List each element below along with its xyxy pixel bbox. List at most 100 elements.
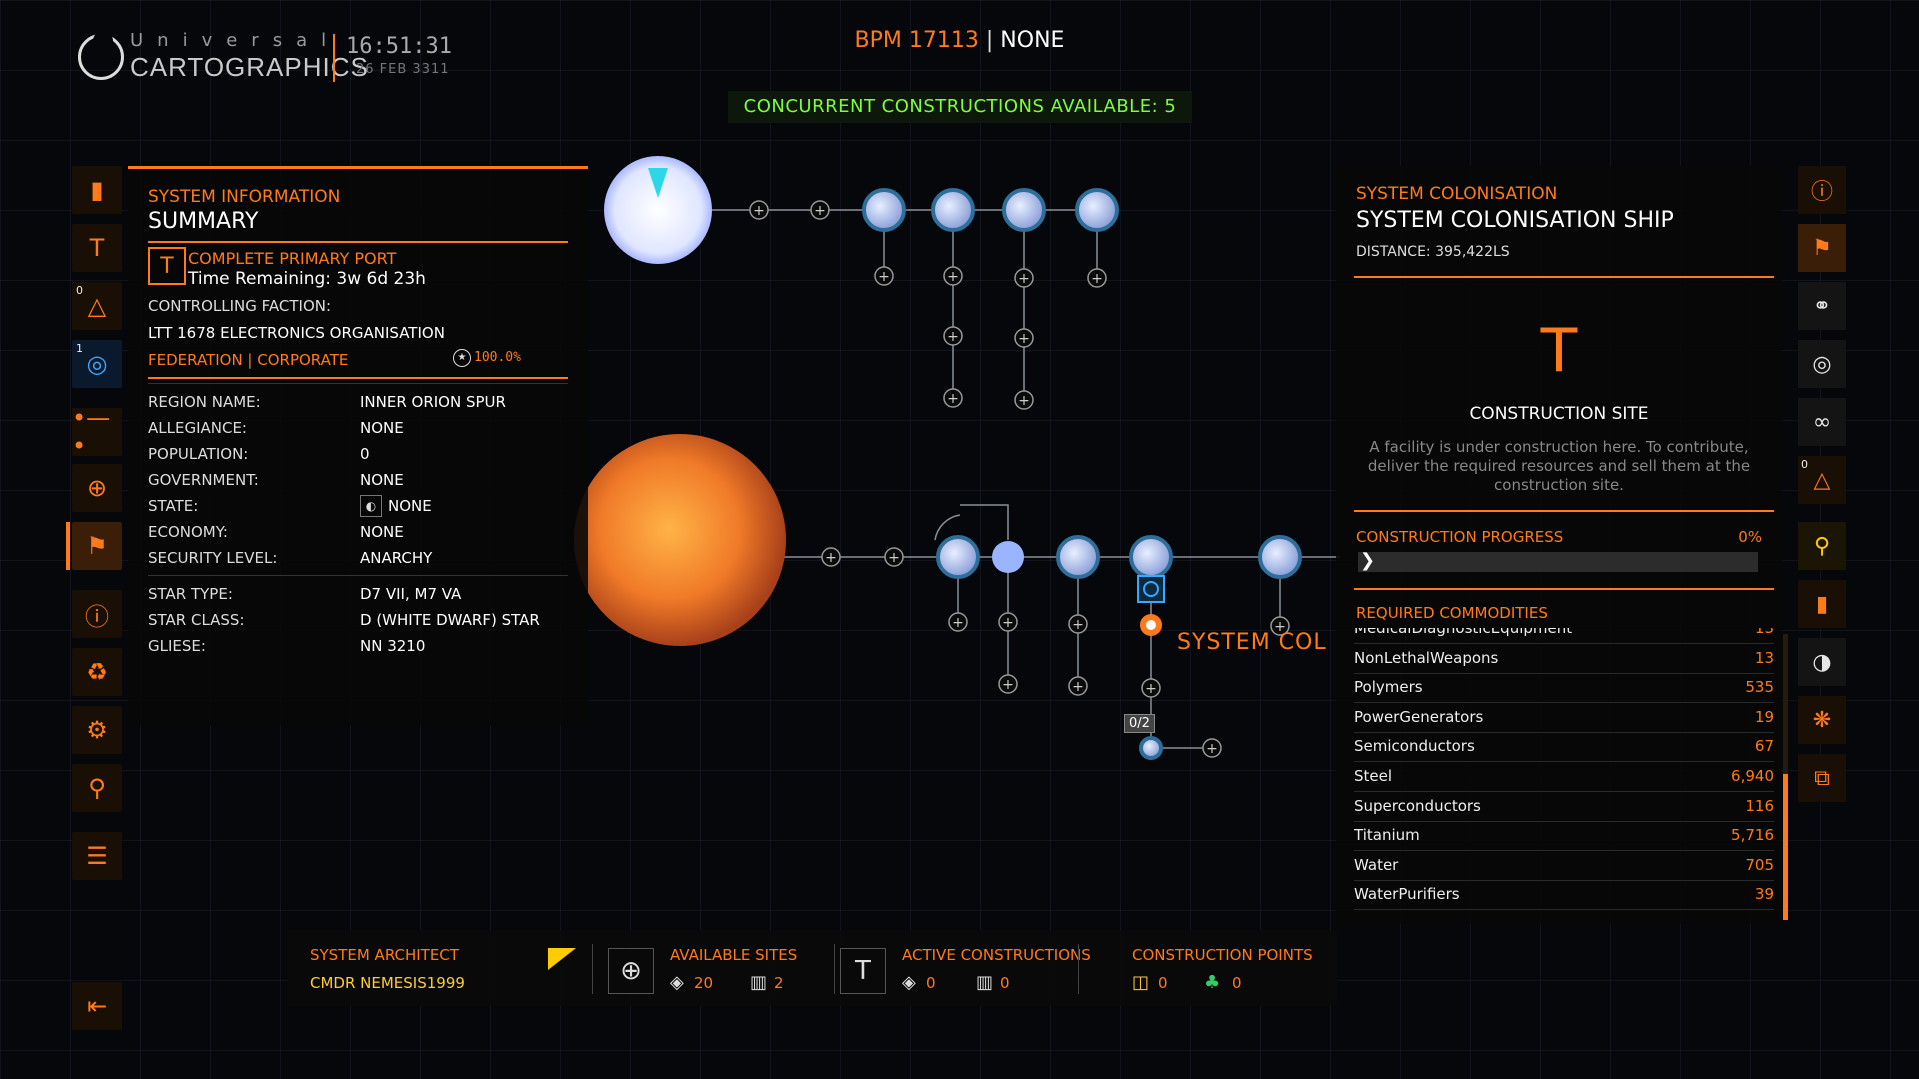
bookmark-tab[interactable]: ▮ xyxy=(1798,580,1846,628)
colonisation-tab[interactable]: ⚑ xyxy=(1798,224,1846,272)
add-slot[interactable]: + xyxy=(1068,676,1088,696)
panel-subtitle: SUMMARY xyxy=(148,209,259,234)
available-sites-label: AVAILABLE SITES xyxy=(670,946,798,964)
port-objective[interactable]: COMPLETE PRIMARY PORT xyxy=(188,249,397,268)
star-type-value: D7 VII, M7 VA xyxy=(360,585,462,603)
add-slot[interactable]: + xyxy=(810,200,830,220)
add-slot[interactable]: + xyxy=(749,200,769,220)
galaxy-filter-button[interactable]: 1◎ xyxy=(72,340,122,388)
network-tab[interactable]: ❋ xyxy=(1798,696,1846,744)
exit-button[interactable]: ⇤ xyxy=(72,982,122,1030)
list-button[interactable]: ☰ xyxy=(72,832,122,880)
bookmark-button[interactable]: ▮ xyxy=(72,166,122,214)
commodity-quantity: 19 xyxy=(1754,707,1774,726)
universal-cartographics-logo: Universal CARTOGRAPHICS 16:51:31 26 FEB … xyxy=(78,30,478,90)
add-slot[interactable]: + xyxy=(1014,268,1034,288)
divider xyxy=(1354,276,1774,278)
planet[interactable] xyxy=(1002,188,1046,232)
info-tab[interactable]: ⓘ xyxy=(1798,166,1846,214)
add-slot[interactable]: + xyxy=(1014,390,1034,410)
add-slot[interactable]: + xyxy=(1068,614,1088,634)
commodity-name: Semiconductors xyxy=(1354,737,1475,756)
region-value: INNER ORION SPUR xyxy=(360,393,506,411)
red-dwarf-star[interactable] xyxy=(574,434,786,646)
system-name: BPM 17113 xyxy=(854,28,979,53)
add-slot[interactable]: + xyxy=(998,674,1018,694)
add-slot[interactable]: + xyxy=(1087,268,1107,288)
planet[interactable] xyxy=(1258,535,1302,579)
phase-tab[interactable]: ◑ xyxy=(1798,638,1846,686)
planet[interactable] xyxy=(1075,188,1119,232)
faction-name[interactable]: LTT 1678 ELECTRONICS ORGANISATION xyxy=(148,324,445,342)
target-button[interactable]: ⊕ xyxy=(72,464,122,512)
colonisation-button[interactable]: ⚑ xyxy=(72,522,122,570)
add-slot[interactable]: + xyxy=(943,266,963,286)
svg-text:+: + xyxy=(814,203,826,219)
surface-filter-button[interactable]: 0△ xyxy=(72,282,122,330)
commodity-name: WaterPurifiers xyxy=(1354,885,1460,904)
planet[interactable] xyxy=(1056,535,1100,579)
svg-text:+: + xyxy=(888,550,900,566)
white-dwarf-star[interactable] xyxy=(604,156,712,264)
add-slot[interactable]: + xyxy=(1202,738,1222,758)
settings-button[interactable]: ⚙ xyxy=(72,706,122,754)
active-constructions-label: ACTIVE CONSTRUCTIONS xyxy=(902,946,1091,964)
signal-tab[interactable]: ∞ xyxy=(1798,398,1846,446)
construction-site-description: A facility is under construction here. T… xyxy=(1367,438,1751,494)
construction-filter-button[interactable]: Τ xyxy=(72,224,122,272)
tier3-points-icon: ♣ xyxy=(1204,972,1221,993)
add-slot[interactable]: + xyxy=(948,612,968,632)
add-slot[interactable]: + xyxy=(874,266,894,286)
svg-text:+: + xyxy=(947,269,959,285)
port-crane-icon: Τ xyxy=(148,247,186,285)
planet[interactable] xyxy=(936,535,980,579)
station-marker-icon[interactable] xyxy=(1137,575,1165,603)
planet[interactable] xyxy=(862,188,906,232)
route-button[interactable]: •—• xyxy=(72,404,122,460)
faction-affiliation: FEDERATION | CORPORATE xyxy=(148,351,349,369)
planet[interactable] xyxy=(992,541,1024,573)
add-slot[interactable]: + xyxy=(821,547,841,567)
commodities-scrollbar-thumb[interactable] xyxy=(1783,774,1788,920)
add-slot[interactable]: + xyxy=(1141,678,1161,698)
add-slot[interactable]: + xyxy=(943,326,963,346)
location-tab[interactable]: ⚲ xyxy=(1798,522,1846,570)
system-colonisation-panel: SYSTEM COLONISATION SYSTEM COLONISATION … xyxy=(1336,166,1782,924)
panel-title: SYSTEM COLONISATION xyxy=(1356,184,1558,204)
add-slot[interactable]: + xyxy=(1014,328,1034,348)
add-slot[interactable]: + xyxy=(943,388,963,408)
add-slot[interactable]: + xyxy=(884,547,904,567)
faction-button[interactable]: ♻ xyxy=(72,648,122,696)
active-constructions-button[interactable]: Τ xyxy=(840,948,886,994)
svg-text:+: + xyxy=(947,329,959,345)
location-button[interactable]: ⚲ xyxy=(72,764,122,812)
add-slot[interactable]: + xyxy=(998,612,1018,632)
star-tab[interactable]: ◎ xyxy=(1798,340,1846,388)
planet[interactable] xyxy=(931,188,975,232)
add-slot[interactable]: + xyxy=(1270,616,1290,636)
logo-ring-icon xyxy=(78,31,124,80)
moon[interactable] xyxy=(1139,736,1163,760)
planet[interactable] xyxy=(1129,535,1173,579)
building-icon: ♻ xyxy=(86,658,108,686)
ring-tab[interactable]: ⚭ xyxy=(1798,282,1846,330)
allegiance-label: ALLEGIANCE: xyxy=(148,419,247,437)
copy-tab[interactable]: ⧉ xyxy=(1798,754,1846,802)
info-button[interactable]: ⓘ xyxy=(72,590,122,638)
surface-tab[interactable]: 0△ xyxy=(1798,456,1846,504)
map-colonisation-label[interactable]: SYSTEM COL xyxy=(1177,630,1327,655)
add-site-button[interactable]: ⊕ xyxy=(608,948,654,994)
svg-text:+: + xyxy=(1018,271,1030,287)
